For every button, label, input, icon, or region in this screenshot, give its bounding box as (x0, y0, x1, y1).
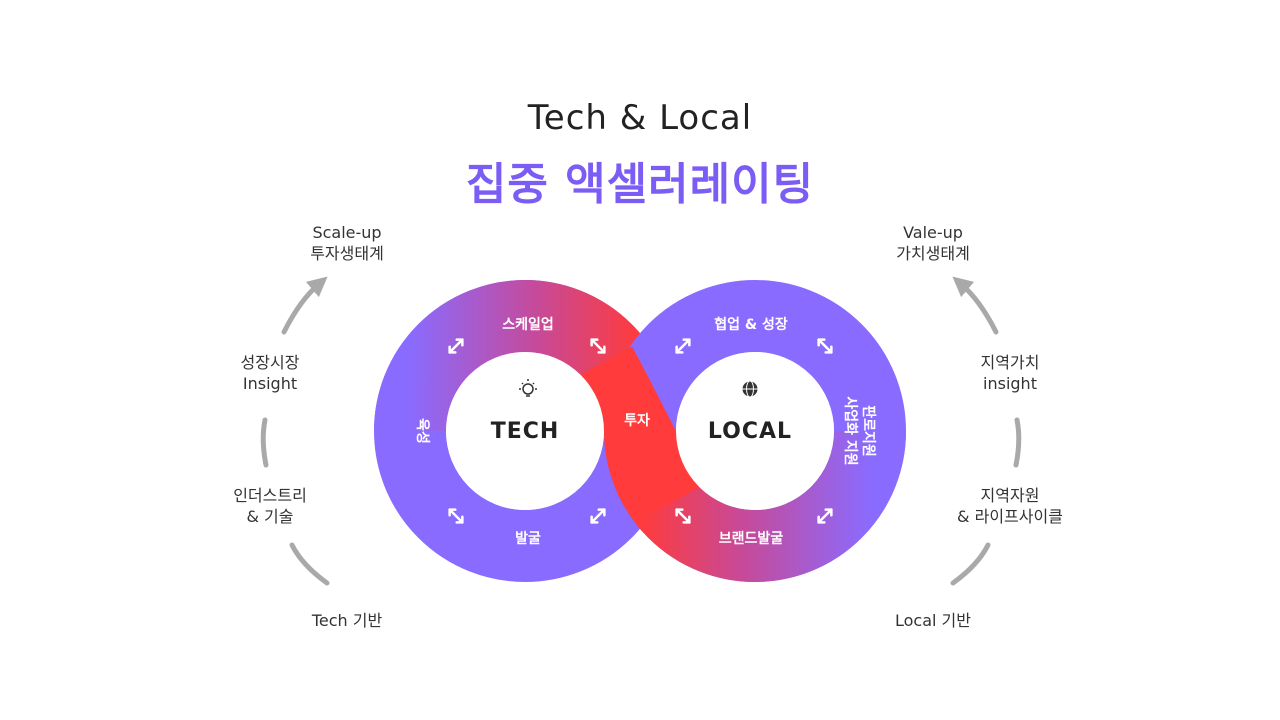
left-arc-middle (260, 417, 269, 468)
left-lower-line-1: 인더스트리 (233, 486, 307, 505)
double-arrow-icon (448, 508, 464, 524)
local-bottom-label: 브랜드발굴 (719, 530, 784, 547)
local-right-label-1: 판로지원 (860, 405, 876, 457)
tech-bottom-label: 발굴 (515, 530, 541, 547)
left-top-line-2: 투자생태계 (310, 244, 384, 263)
double-arrow-icon (675, 508, 691, 524)
globe-icon (741, 380, 759, 398)
tech-left-label: 육성 (414, 418, 430, 444)
double-arrow-icon (590, 508, 606, 524)
left-lower-line-2: & 기술 (246, 507, 294, 526)
cross-band (575, 346, 705, 516)
right-arc-arrow (952, 276, 999, 335)
cross-label: 투자 (624, 413, 650, 429)
double-arrow-icon (675, 338, 691, 354)
right-top-line-1: Vale-up (903, 223, 963, 242)
right-arc-middle (1013, 417, 1022, 468)
right-cycle-upper-label: 지역가치 insight (930, 352, 1090, 394)
left-cycle-upper-label: 성장시장 Insight (190, 352, 350, 394)
right-arc-bottom (950, 542, 991, 586)
left-cycle-bottom-label: Tech 기반 (311, 611, 383, 630)
left-upper-line-1: 성장시장 (240, 353, 300, 372)
left-cycle-arcs (260, 276, 330, 586)
left-arc-bottom (289, 542, 330, 586)
double-arrow-icon (590, 338, 606, 354)
double-arrow-icon (817, 508, 833, 524)
right-upper-line-2: insight (983, 374, 1037, 393)
page-subtitle: 집중 액셀러레이팅 (465, 159, 815, 210)
left-cycle-lower-label: 인더스트리 & 기술 (190, 485, 350, 527)
left-top-line-1: Scale-up (312, 223, 382, 242)
left-cycle-top-label: Scale-up 투자생태계 (267, 222, 427, 264)
right-cycle-lower-label: 지역자원 & 라이프사이클 (930, 485, 1090, 527)
tech-core-label: TECH (491, 419, 560, 444)
local-core (676, 352, 834, 510)
lightbulb-icon (519, 379, 537, 397)
left-arc-arrow (281, 276, 328, 335)
tech-core (446, 352, 604, 510)
right-lower-line-2: & 라이프사이클 (957, 507, 1063, 526)
left-upper-line-2: Insight (242, 374, 298, 393)
right-upper-line-1: 지역가치 (980, 353, 1040, 372)
right-top-line-2: 가치생태계 (896, 244, 970, 263)
right-cycle-arcs (950, 276, 1022, 586)
local-right-label-2: 사업화 지원 (842, 396, 858, 465)
right-cycle-top-label: Vale-up 가치생태계 (853, 222, 1013, 264)
page-title: Tech & Local (527, 98, 753, 138)
double-arrow-icon (817, 338, 833, 354)
double-arrow-icon (448, 338, 464, 354)
right-cycle-bottom-label: Local 기반 (895, 611, 971, 630)
tech-top-label: 스케일업 (502, 317, 554, 333)
local-top-label: 협업 & 성장 (714, 316, 788, 333)
right-lower-line-1: 지역자원 (980, 486, 1040, 505)
local-core-label: LOCAL (708, 419, 792, 444)
